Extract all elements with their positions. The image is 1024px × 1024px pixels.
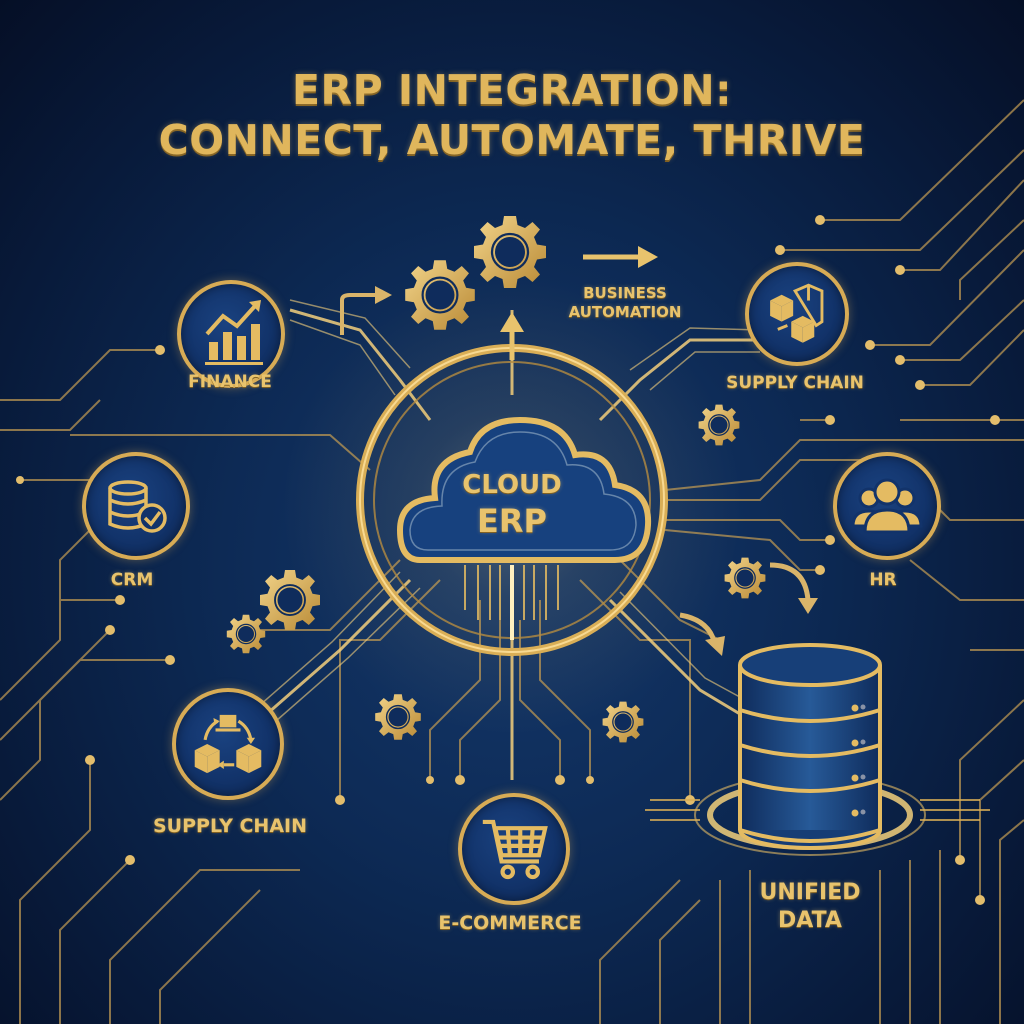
module-label-finance: FINANCE — [188, 372, 272, 392]
page-title-line-2: CONNECT, AUTOMATE, THRIVE — [158, 116, 866, 164]
module-finance[interactable] — [177, 280, 285, 388]
boxes-icon — [770, 283, 824, 343]
data-store-label-line-1: UNIFIED — [759, 880, 861, 905]
center-label-line-2: ERP — [477, 502, 547, 540]
module-label-supply-chain-left: SUPPLY CHAIN — [152, 815, 307, 837]
module-label-ecommerce: E-COMMERCE — [438, 912, 582, 934]
module-ecommerce[interactable] — [458, 793, 570, 905]
cloud-icon — [396, 416, 652, 563]
module-crm[interactable] — [82, 452, 190, 560]
arrow-icon — [340, 293, 378, 335]
people-group-icon — [851, 478, 923, 534]
cycle-boxes-icon — [194, 714, 262, 774]
module-label-hr: HR — [869, 570, 897, 590]
database-check-icon — [108, 480, 167, 533]
bar-chart-growth-icon — [205, 300, 263, 365]
module-supply-chain-right[interactable] — [745, 262, 849, 366]
database-server-icon — [694, 643, 926, 856]
automation-label-line-1: BUSINESS — [583, 284, 667, 302]
data-store-label-line-2: DATA — [778, 908, 842, 933]
center-label-line-1: CLOUD — [462, 470, 562, 500]
automation-label-line-2: AUTOMATION — [568, 303, 682, 321]
module-supply-chain-left[interactable] — [172, 688, 284, 800]
module-label-supply-chain-right: SUPPLY CHAIN — [726, 373, 864, 393]
module-hr[interactable] — [833, 452, 941, 560]
shopping-cart-icon — [482, 819, 548, 880]
module-label-crm: CRM — [110, 570, 154, 590]
page-title-line-1: ERP INTEGRATION: — [291, 66, 732, 114]
